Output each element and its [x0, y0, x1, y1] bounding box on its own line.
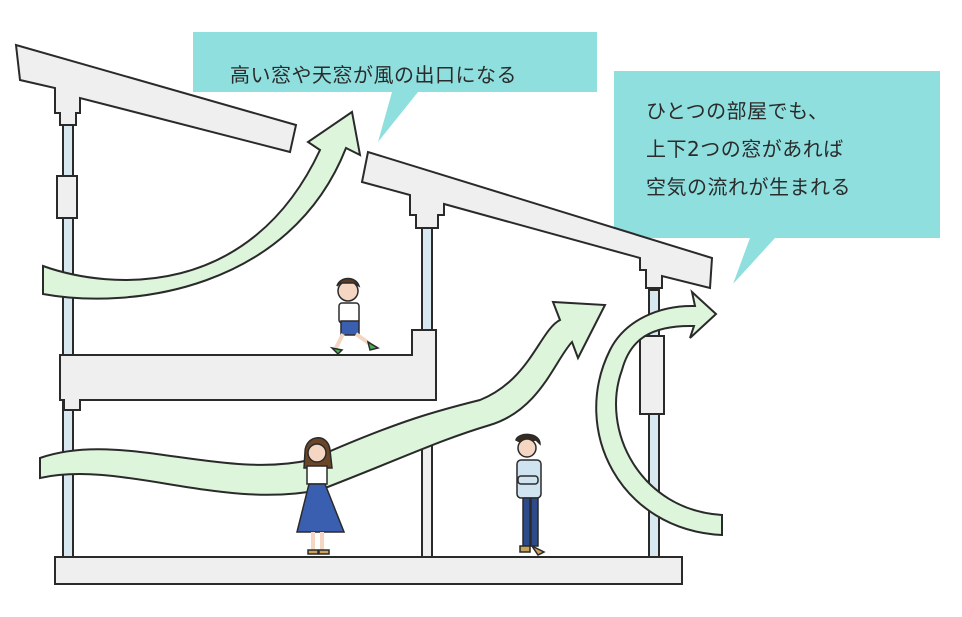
callout-two-windows-line-1: ひとつの部屋でも、 — [646, 99, 829, 123]
wind-arrow-upper — [42, 110, 362, 300]
right-column — [639, 289, 665, 558]
man-standing — [515, 433, 546, 556]
left-roof — [14, 43, 298, 154]
wind-arrow-right — [595, 289, 723, 537]
wind-arrow-icon — [595, 289, 723, 537]
upper-floor-slab — [59, 329, 437, 411]
callout-two-windows-line-2: 上下2つの窓があれば — [646, 137, 844, 161]
callout-two-windows-text: ひとつの部屋でも、 上下2つの窓があれば 空気の流れが生まれる — [646, 92, 851, 206]
ground-slab — [54, 556, 683, 585]
left-column — [56, 124, 78, 558]
right-roof — [360, 150, 714, 290]
woman-in-blue-dress — [296, 437, 346, 555]
callout-bubble-two-windows — [614, 71, 940, 284]
child-running — [329, 277, 380, 356]
wind-arrow-icon — [42, 110, 362, 300]
callout-two-windows-line-3: 空気の流れが生まれる — [646, 175, 851, 199]
callout-skylight-text: 高い窓や天窓が風の出口になる — [230, 63, 517, 87]
callout-bubble-skylight — [193, 32, 597, 142]
